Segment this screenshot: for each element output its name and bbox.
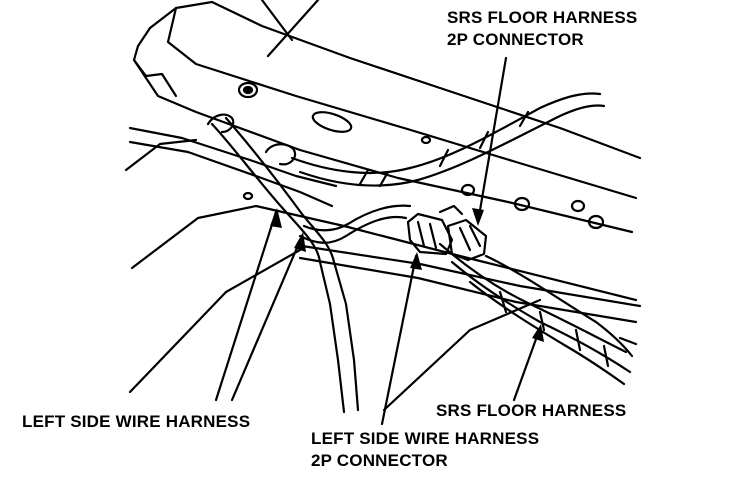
srs-2p-connector-detail xyxy=(458,224,482,252)
arrowhead-left-harness-b xyxy=(294,232,306,252)
srs-harness-tail xyxy=(484,254,634,358)
left-harness-join xyxy=(298,215,408,244)
srs-harness-upper xyxy=(290,92,602,175)
crossmember-lower-edge xyxy=(132,58,634,234)
srs-harness-wrap-lower xyxy=(498,290,610,368)
mounting-hole xyxy=(420,135,432,145)
arrowhead-srs-connector xyxy=(472,208,484,226)
label-left-side-wire-harness: LEFT SIDE WIRE HARNESS xyxy=(22,412,251,431)
label-srs-floor-harness-2p-connector: SRS FLOOR HARNESS 2P CONNECTOR xyxy=(447,7,637,51)
label-line: SRS FLOOR HARNESS xyxy=(447,8,638,27)
floor-panel-lower-2 xyxy=(382,298,542,412)
leader-left-connector xyxy=(380,254,418,426)
srs-harness-upper-2 xyxy=(298,104,606,187)
floor-panel-lower-3 xyxy=(618,336,638,346)
slot-hole xyxy=(311,111,353,133)
floor-crossmember xyxy=(148,0,642,160)
mounting-hole xyxy=(570,199,586,213)
left-harness-clip-2 xyxy=(264,143,297,166)
mounting-hole-inner xyxy=(242,85,254,95)
arrowhead-srs-harness xyxy=(532,324,544,342)
harness-crossing xyxy=(300,244,642,308)
floor-panel-edge-2 xyxy=(124,138,198,172)
leader-left-harness-b xyxy=(230,234,304,402)
crossmember-rib xyxy=(166,6,638,200)
label-line: 2P CONNECTOR xyxy=(447,30,584,49)
left-harness-clip xyxy=(206,113,235,134)
srs-2p-connector xyxy=(446,218,488,262)
left-2p-connector-detail xyxy=(416,220,438,250)
mounting-hole xyxy=(587,214,605,230)
leader-left-harness-a xyxy=(214,210,278,402)
harness-crossing-2 xyxy=(298,256,638,324)
label-line: LEFT SIDE WIRE HARNESS xyxy=(311,429,540,448)
left-harness-upper xyxy=(128,126,338,188)
floor-panel-lower xyxy=(128,248,302,394)
arrowhead-left-connector xyxy=(410,252,422,270)
label-line: 2P CONNECTOR xyxy=(311,451,448,470)
crossmember-front-lip xyxy=(132,26,178,98)
floor-panel-edge xyxy=(130,204,638,302)
label-srs-floor-harness: SRS FLOOR HARNESS xyxy=(436,401,627,420)
srs-harness-lower-3 xyxy=(468,280,626,386)
left-harness-branch-a xyxy=(210,122,346,414)
left-harness-branch-b xyxy=(224,116,360,412)
srs-harness-wrap xyxy=(358,110,530,188)
left-2p-connector xyxy=(406,212,454,256)
left-harness-join-2 xyxy=(302,204,412,232)
mounting-hole xyxy=(460,183,476,197)
mounting-hole xyxy=(237,81,259,99)
panel-edge-left xyxy=(266,0,320,58)
leader-srs-connector xyxy=(476,56,508,224)
mounting-hole xyxy=(242,191,254,201)
connector-lock xyxy=(438,204,464,216)
arrowhead-left-harness-a xyxy=(270,208,282,228)
leader-srs-harness xyxy=(512,326,542,402)
label-left-side-wire-harness-2p-connector: LEFT SIDE WIRE HARNESS 2P CONNECTOR xyxy=(311,428,539,472)
mounting-hole xyxy=(513,196,531,212)
